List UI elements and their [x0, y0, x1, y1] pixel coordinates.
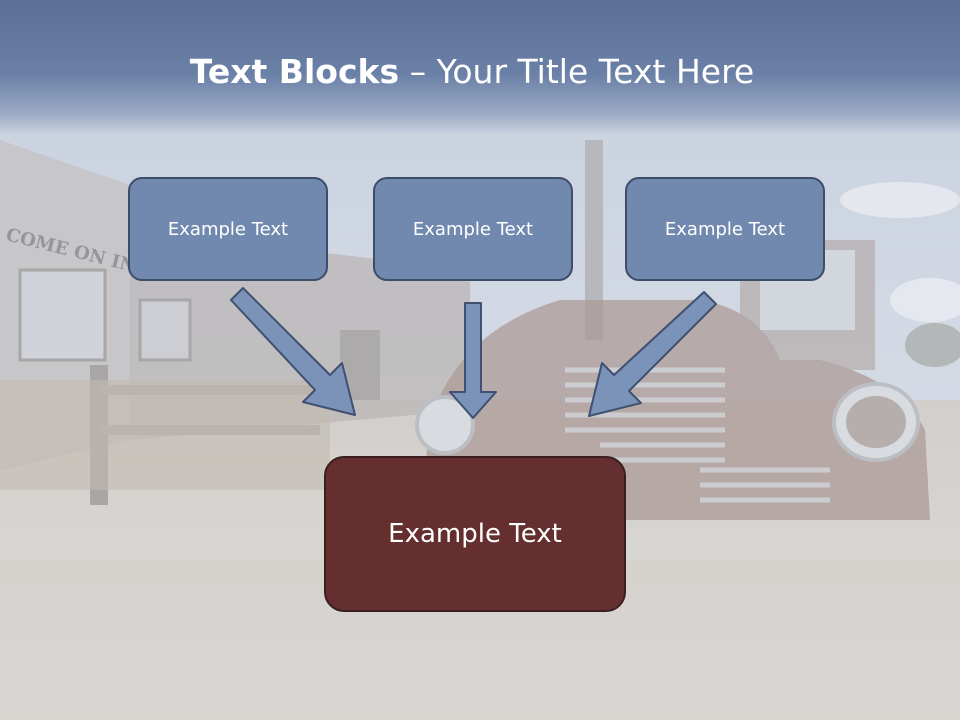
text-block-label: Example Text — [167, 218, 289, 240]
title-bold: Text Blocks — [189, 52, 400, 91]
text-block-bottom[interactable]: Example Text — [324, 456, 626, 612]
text-block-label: Example Text — [388, 519, 562, 549]
title-separator: – — [399, 52, 437, 91]
text-block-top-right[interactable]: Example Text — [625, 177, 825, 281]
text-block-label: Example Text — [412, 218, 534, 240]
arrow-center — [449, 302, 497, 419]
text-block-top-center[interactable]: Example Text — [373, 177, 573, 281]
arrow-left — [230, 287, 356, 416]
title-band — [0, 0, 960, 135]
text-block-label: Example Text — [664, 218, 786, 240]
slide-title: Text Blocks – Your Title Text Here — [0, 52, 944, 91]
arrow-right — [588, 291, 717, 417]
text-block-top-left[interactable]: Example Text — [128, 177, 328, 281]
title-rest: Your Title Text Here — [436, 52, 755, 91]
